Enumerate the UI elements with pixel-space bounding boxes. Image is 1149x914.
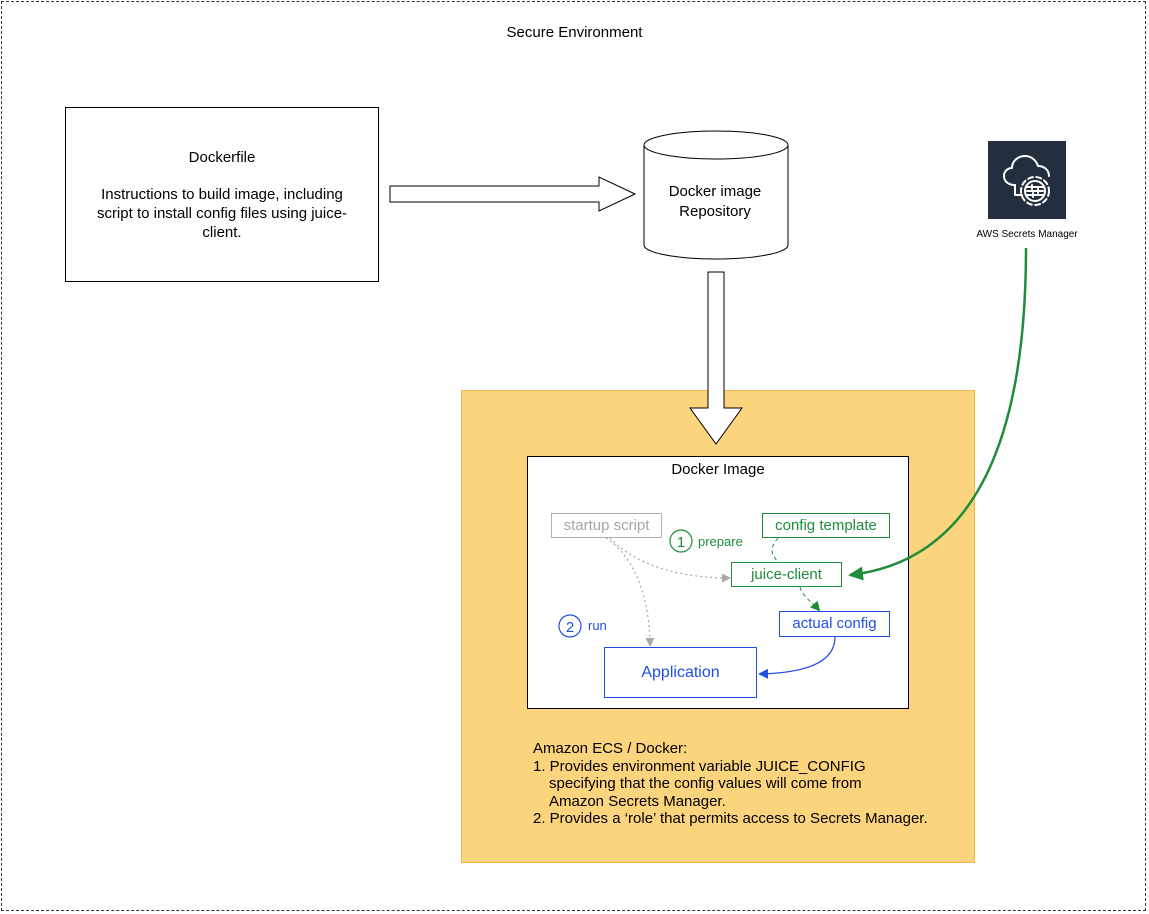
step1-label: prepare bbox=[698, 534, 743, 549]
actual-config-node[interactable]: actual config bbox=[779, 611, 890, 637]
repository-label-line1: Docker image bbox=[668, 183, 762, 200]
application-node[interactable]: Application bbox=[604, 647, 757, 698]
step2-number: 2 bbox=[566, 619, 574, 636]
ecs-notes: Amazon ECS / Docker: 1. Provides environ… bbox=[533, 740, 963, 828]
cloud-gear-icon bbox=[1003, 155, 1050, 206]
repository-label: Docker image Repository bbox=[640, 182, 790, 222]
ecs-notes-item1-line3: Amazon Secrets Manager. bbox=[549, 792, 726, 810]
deploy-arrow bbox=[689, 271, 743, 445]
step2-label: run bbox=[588, 618, 607, 633]
config-template-node[interactable]: config template bbox=[762, 513, 890, 538]
aws-secrets-manager-label: AWS Secrets Manager bbox=[976, 229, 1078, 240]
dockerfile-description: Instructions to build image, including s… bbox=[96, 186, 348, 241]
startup-to-application-connector bbox=[605, 537, 655, 647]
ecs-notes-item1-line2: specifying that the config values will c… bbox=[549, 775, 862, 792]
ecs-notes-heading: Amazon ECS / Docker: bbox=[533, 740, 688, 757]
dockerfile-box[interactable] bbox=[65, 107, 379, 282]
repository-label-line2: Repository bbox=[679, 203, 751, 220]
step2-circle bbox=[558, 614, 582, 638]
dockerfile-title: Dockerfile bbox=[188, 149, 256, 166]
step1-circle bbox=[669, 529, 693, 553]
startup-script-node[interactable]: startup script bbox=[551, 513, 662, 538]
secure-environment-title: Secure Environment bbox=[506, 24, 643, 41]
template-to-juice-connector bbox=[771, 537, 779, 563]
ecs-notes-item1-line1: 1. Provides environment variable JUICE_C… bbox=[533, 757, 866, 775]
build-arrow bbox=[389, 176, 637, 212]
step1-number: 1 bbox=[677, 534, 685, 551]
docker-image-title: Docker Image bbox=[671, 461, 765, 478]
aws-secrets-manager-icon[interactable] bbox=[988, 141, 1066, 219]
actual-to-application-arrow bbox=[758, 636, 836, 679]
juice-client-node[interactable]: juice-client bbox=[731, 562, 842, 587]
secrets-to-juice-arrow bbox=[848, 247, 1028, 581]
ecs-notes-item2: 2. Provides a ‘role’ that permits access… bbox=[533, 810, 928, 827]
repository-cylinder[interactable] bbox=[643, 130, 789, 260]
juice-to-actual-arrow bbox=[799, 586, 821, 612]
